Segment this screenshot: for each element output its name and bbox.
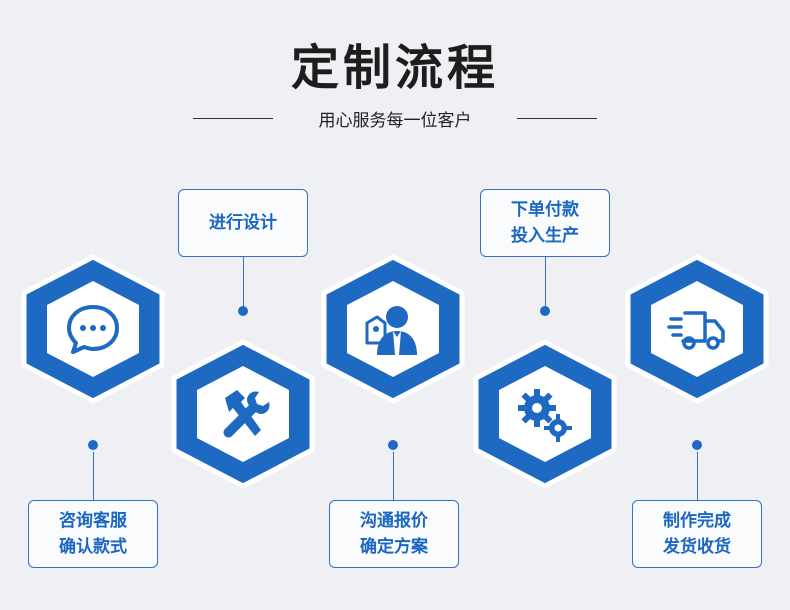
step-5-connector: [697, 452, 698, 500]
subtitle-row: 用心服务每一位客户: [0, 106, 790, 131]
step-2-card: 进行设计: [178, 189, 308, 257]
step-3-line2: 确定方案: [360, 537, 428, 557]
step-3-dot: [388, 440, 398, 450]
step-5-line2: 发货收货: [663, 537, 731, 557]
step-4-card: 下单付款 投入生产: [480, 189, 610, 257]
step-5-card: 制作完成 发货收货: [632, 500, 762, 568]
step-2-dot: [238, 306, 248, 316]
step-4-line1: 下单付款: [511, 200, 579, 220]
step-1-hexagon: [20, 253, 166, 405]
step-2-hexagon: [170, 338, 316, 490]
tools-icon: [223, 390, 270, 438]
chat-bubble-icon: [67, 305, 119, 354]
step-3-connector: [393, 452, 394, 500]
step-2-connector: [243, 257, 244, 310]
delivery-truck-icon: [667, 311, 725, 350]
step-4-line2: 投入生产: [511, 226, 579, 246]
step-3-line1: 沟通报价: [360, 511, 428, 531]
step-5-hexagon: [624, 253, 770, 405]
hexagon-shape: [625, 254, 769, 404]
step-3-hexagon: [320, 253, 466, 405]
gears-icon: [518, 389, 572, 442]
step-4-connector: [545, 257, 546, 310]
step-1-card: 咨询客服 确认款式: [28, 500, 158, 568]
step-1-connector: [93, 452, 94, 500]
step-4-hexagon: [472, 338, 618, 490]
page-title: 定制流程: [290, 40, 499, 96]
step-2-line1: 进行设计: [209, 213, 277, 233]
step-1-line2: 确认款式: [59, 537, 127, 557]
subtitle-divider-right: [517, 118, 597, 119]
step-1-line1: 咨询客服: [59, 511, 127, 531]
page-subtitle: 用心服务每一位客户: [318, 111, 472, 131]
step-4-dot: [540, 306, 550, 316]
step-5-line1: 制作完成: [663, 511, 731, 531]
subtitle-divider-left: [193, 118, 273, 119]
step-5-dot: [692, 440, 702, 450]
customer-service-icon: [365, 306, 417, 355]
step-1-dot: [88, 440, 98, 450]
step-3-card: 沟通报价 确定方案: [329, 500, 459, 568]
